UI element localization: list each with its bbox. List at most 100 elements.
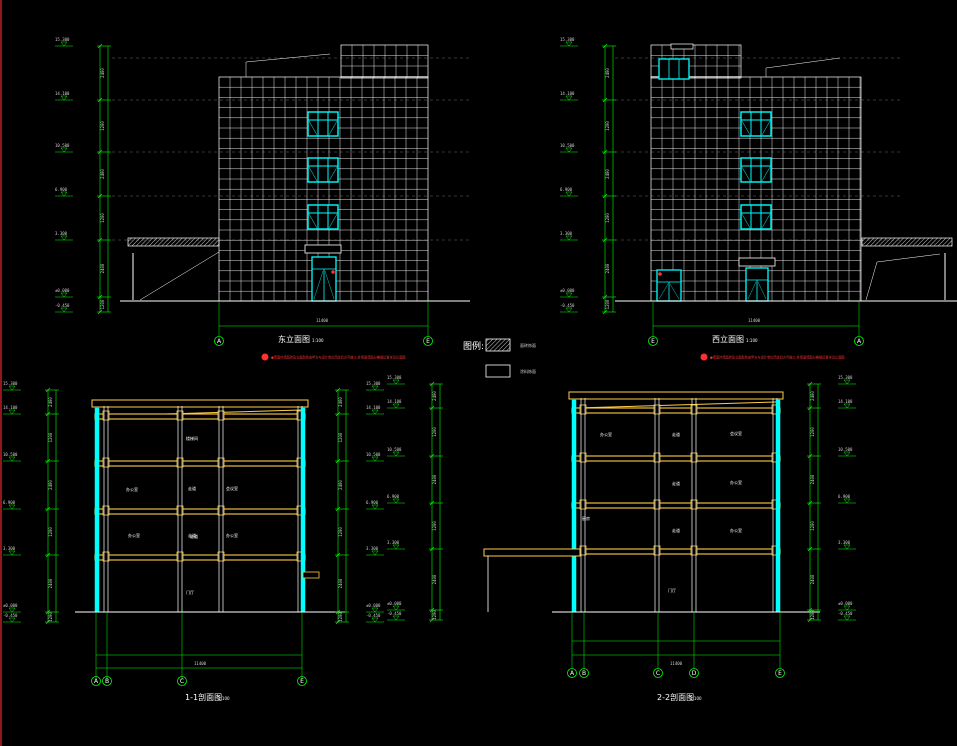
legend-item-paint: 涂料饰面 xyxy=(520,368,536,374)
east-dim-level-text: 15.300 xyxy=(55,37,70,42)
east-window-2f-swing xyxy=(328,166,338,182)
sec1-dim-right-segment-dim: 2400 xyxy=(338,397,343,407)
west-side-door-swing xyxy=(658,283,669,300)
sec2-dim-right-tick-slash xyxy=(807,607,813,613)
west-dim-segment-dim: 2400 xyxy=(605,169,610,179)
west-elevation-scale: 1:100 xyxy=(746,338,758,343)
sec1-dim-left-segment-dim: 2400 xyxy=(48,480,53,490)
west-dim-level-text: 10.500 xyxy=(560,143,575,148)
sec2-dim-left-segment-dim: 1200 xyxy=(432,427,437,437)
west-dim-level-mark xyxy=(565,292,573,298)
sec2-dim-right-level-text: -0.450 xyxy=(838,611,853,616)
section-2-overall-dim: 11400 xyxy=(670,661,683,666)
east-entrance-door-swing xyxy=(313,270,324,300)
sec1-dim-right-level-text: 15.300 xyxy=(366,381,381,386)
west-dim-level-mark xyxy=(565,191,573,197)
sec1-dim-right-level-mark xyxy=(371,385,379,391)
sec1-room-label: 走道 xyxy=(188,485,196,491)
sec1-beam xyxy=(102,410,110,421)
legend-title: 图例: xyxy=(463,340,484,352)
west-window-3f-swing xyxy=(761,120,771,136)
sec1-dim-left-level-mark xyxy=(8,504,16,510)
east-axis-e-label: E xyxy=(426,338,430,345)
legend-item-tile: 面砖饰面 xyxy=(520,342,536,348)
west-dim-tick-slash xyxy=(602,149,608,155)
west-dim-tick-slash xyxy=(602,294,608,300)
east-elevation: 15.30014.10010.5006.9003.300±0.000-0.450… xyxy=(55,37,470,346)
west-dim-level-text: 6.900 xyxy=(560,187,573,192)
sec2-dim-left-level-mark xyxy=(392,544,400,550)
sec2-beam xyxy=(579,404,587,415)
west-dim-tick-slash xyxy=(602,193,608,199)
sec1-beam xyxy=(217,457,225,468)
sec1-axis-b-label: B xyxy=(105,678,109,685)
sec2-beam xyxy=(653,452,661,463)
west-dim-level-text: -0.450 xyxy=(560,303,575,308)
section-2-2: 办公室走道会议室走道办公室走道办公室门厅厨房15.30014.10010.500… xyxy=(387,375,856,678)
sec1-axis-e-label: E xyxy=(300,678,304,685)
sec1-beam xyxy=(217,551,225,562)
west-annex-slope xyxy=(865,261,878,301)
sec2-dim-left-level-text: ±0.000 xyxy=(387,601,402,606)
west-annex-roof xyxy=(861,237,953,247)
sec1-parapet xyxy=(91,399,309,408)
east-dim-tick-slash xyxy=(97,149,103,155)
east-note-marker xyxy=(261,353,269,361)
sec2-dim-right-tick-slash xyxy=(807,405,813,411)
east-dim-level-text: 6.900 xyxy=(55,187,68,192)
west-dim-segment-dim: 1200 xyxy=(605,299,610,309)
east-window-1f xyxy=(307,204,339,230)
west-entrance-door-swing xyxy=(747,281,757,300)
sec2-slab xyxy=(571,455,781,462)
sec1-axis-a-label: A xyxy=(94,678,99,685)
sec2-glass-right xyxy=(775,399,781,613)
east-dim-level-mark xyxy=(60,147,68,153)
sec1-dim-left-tick-slash xyxy=(45,458,51,464)
sec1-dim-right-level-text: -0.450 xyxy=(366,613,381,618)
sec2-slab xyxy=(571,502,781,509)
sec2-room-label: 办公室 xyxy=(600,431,612,437)
sec2-beam xyxy=(653,499,661,510)
west-dim-level-text: 15.300 xyxy=(560,37,575,42)
east-note: ●墙面外墙面砖及立面颜色由甲方与设计单位商定后方可施工,并保留墙面分格缝位置详见… xyxy=(271,355,405,360)
sec1-beam xyxy=(102,505,110,516)
sec1-glass-left xyxy=(94,407,100,613)
west-dim-tick-slash xyxy=(602,309,608,315)
sec2-dim-left-level-text: 10.500 xyxy=(387,447,402,452)
sec1-dim-left-level-mark xyxy=(8,607,16,613)
sec1-axis-c-label: C xyxy=(180,678,184,685)
east-axis-e-circle xyxy=(423,336,433,346)
sec1-axis-b-circle xyxy=(102,676,112,686)
sec2-beam xyxy=(690,404,698,415)
section-1-title: 1-1剖面图 xyxy=(185,692,222,702)
sec2-room-label: 办公室 xyxy=(730,479,742,485)
sec1-beam xyxy=(176,457,184,468)
sec2-beam xyxy=(653,404,661,415)
sec1-dim-left-level-text: 10.500 xyxy=(3,452,18,457)
sec2-dim-left-level-mark xyxy=(392,451,400,457)
sec1-glass-right xyxy=(300,407,306,613)
sec2-dim-left-level-mark xyxy=(392,379,400,385)
sec2-dim-right-level-mark xyxy=(843,544,851,550)
east-axis-a-label: A xyxy=(217,338,222,345)
sec2-dim-right-level-mark xyxy=(843,498,851,504)
west-window-2f xyxy=(740,157,772,183)
east-annex-roof xyxy=(127,237,220,247)
sec2-dim-right-level-mark xyxy=(843,605,851,611)
east-window-2f-swing xyxy=(308,166,318,182)
sec1-dim-right-level-mark xyxy=(371,607,379,613)
east-dim-level-text: 14.100 xyxy=(55,91,70,96)
west-dim-level-text: ±0.000 xyxy=(560,288,575,293)
sec2-room-label: 走道 xyxy=(672,527,680,533)
sec2-roof-slope xyxy=(575,401,777,409)
sec1-dim-left-tick-slash xyxy=(45,552,51,558)
sec2-dim-left-level-text: 15.300 xyxy=(387,375,402,380)
west-window-3f xyxy=(740,111,772,137)
sec2-axis-a-label: A xyxy=(570,670,575,677)
sec1-dim-right-level-text: 3.300 xyxy=(366,546,379,551)
east-door-canopy xyxy=(304,244,342,254)
west-door-marker xyxy=(658,272,662,276)
sec1-dim-left-level-text: -0.450 xyxy=(3,613,18,618)
east-dim-tick-slash xyxy=(97,294,103,300)
east-window-2f xyxy=(307,157,339,183)
